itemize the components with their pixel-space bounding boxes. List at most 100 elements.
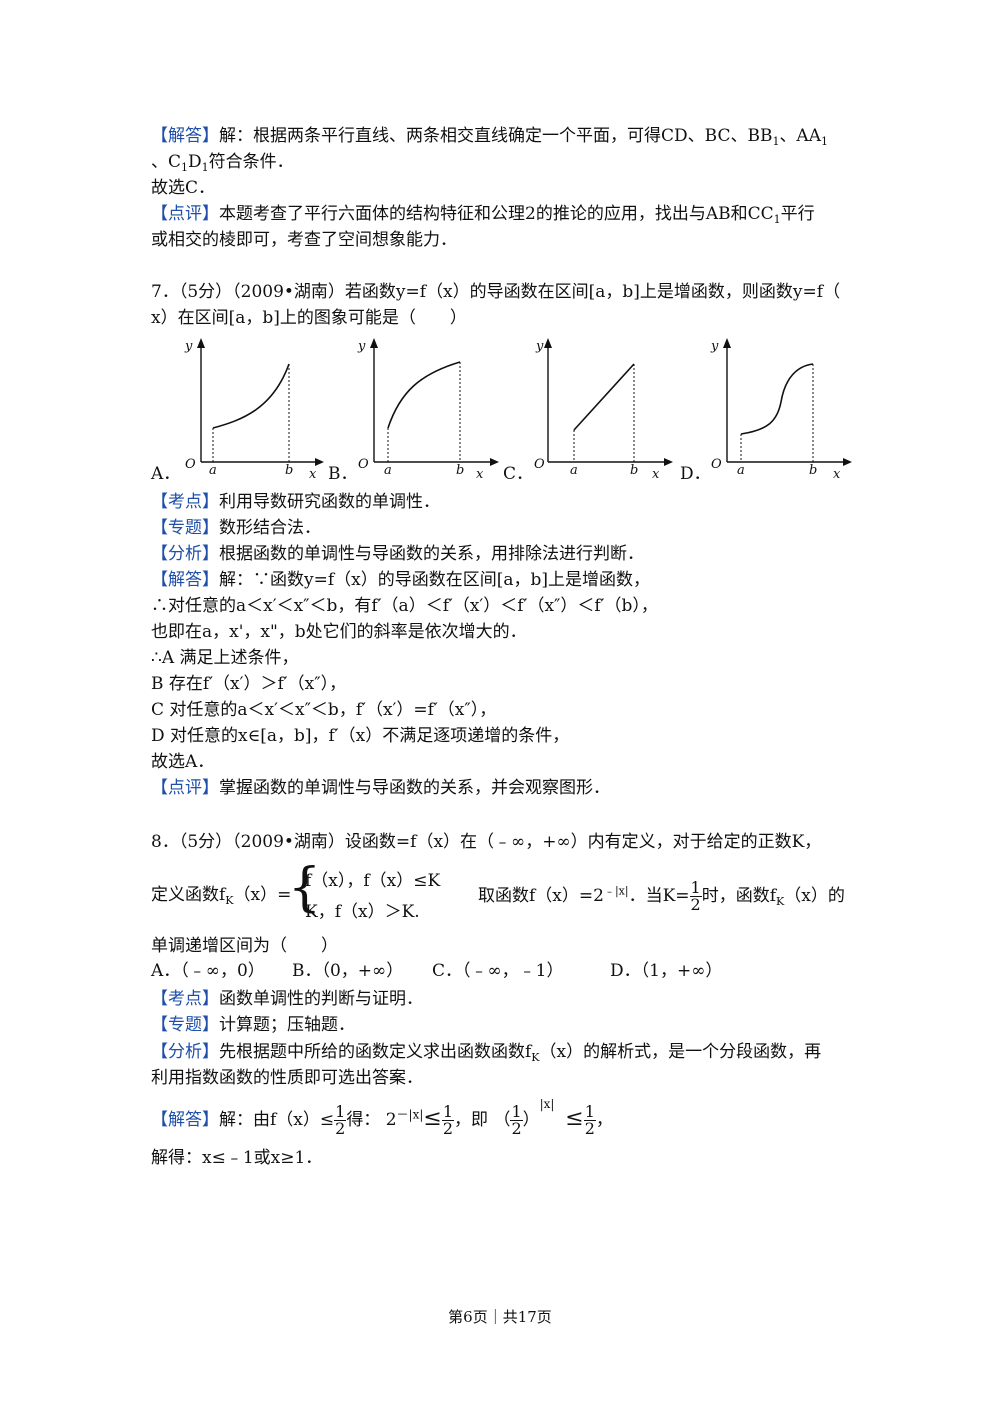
- comma: ，: [595, 1110, 613, 1130]
- q8-when-text: ．当K=: [628, 886, 690, 906]
- q8-option-b: B．（0，+∞）: [292, 961, 404, 981]
- q7-option-c: C．: [503, 464, 534, 484]
- kaodian-tag: 【考点】: [151, 492, 219, 512]
- answer-tag: 【解答】: [151, 126, 219, 146]
- q8-option-a: A．（﹣∞，0）: [151, 961, 265, 981]
- q8-case2: K，f（x）＞K.: [305, 902, 420, 922]
- q7-jieda-text: 解：∵函数y=f（x）的导函数在区间[a，b]上是增函数，: [219, 570, 651, 590]
- frac-num: 1: [441, 1102, 455, 1121]
- b-label: b: [285, 463, 293, 478]
- q8-case1: f（x），f（x）≤K: [305, 871, 441, 891]
- q8-def-text2: （x）=: [233, 885, 292, 905]
- x-axis-label: x: [833, 467, 841, 482]
- subscript: 1: [773, 213, 781, 226]
- q7-stem-line2: x）在区间[a，b]上的图象可能是（ ）: [151, 308, 467, 328]
- q8-take-text: 取函数f（x）=2: [478, 886, 604, 906]
- q6-answer-text4: 符合条件．: [208, 152, 294, 172]
- q7-option-d: D．: [680, 464, 711, 484]
- le-sign: ≤: [423, 1106, 442, 1131]
- q8-ji-text: ，即: [454, 1110, 489, 1130]
- subscript: 1: [181, 161, 189, 174]
- q8-option-d: D．（1，+∞）: [610, 961, 723, 981]
- q7-line8: 故选A．: [151, 752, 215, 772]
- y-axis-label: y: [535, 339, 544, 354]
- paren-left: （: [493, 1110, 511, 1130]
- zhuanti-tag: 【专题】: [151, 518, 219, 538]
- subscript: 1: [821, 135, 828, 148]
- q8-jieda-text: 解：由f（x）≤: [219, 1110, 335, 1130]
- frac-den: 2: [511, 1119, 522, 1138]
- b-label: b: [630, 463, 638, 478]
- q8-stem-line3: 单调递增区间为（ ）: [151, 936, 338, 956]
- q7-option-a: A．: [151, 464, 181, 484]
- q7-line6: C 对任意的a＜x′＜x″＜b，f′（x′）=f′（x″），: [151, 700, 497, 720]
- q7-line2: ∴对任意的a＜x′＜x″＜b，有f′（a）＜f′（x′）＜f′（x″）＜f′（b…: [151, 596, 658, 616]
- q6-answer-line1: 【解答】解：根据两条平行直线、两条相交直线确定一个平面，可得CD、BC、BB 1、…: [151, 124, 828, 154]
- subscript-k: K: [531, 1051, 540, 1064]
- q7-line5: B 存在f′（x′）＞f′（x″），: [151, 674, 347, 694]
- a-label: a: [570, 463, 578, 478]
- frac-den: 2: [335, 1119, 346, 1138]
- q7-jieda: 【解答】解：∵函数y=f（x）的导函数在区间[a，b]上是增函数，: [151, 568, 650, 592]
- frac-num: 1: [510, 1102, 523, 1121]
- q6-answer-text: 解：根据两条平行直线、两条相交直线确定一个平面，可得CD、BC、BB: [219, 126, 773, 146]
- q7-dianping-text: 掌握函数的单调性与导函数的关系，并会观察图形．: [219, 778, 610, 798]
- y-axis-label: y: [357, 339, 366, 354]
- q8-zhuanti-text: 计算题；压轴题．: [219, 1015, 355, 1035]
- q7-zhuanti-text: 数形结合法．: [219, 518, 321, 538]
- subscript-k: K: [776, 895, 785, 908]
- q8-fenxi-line1: 【分析】先根据题中所给的函数定义求出函数函数fK（x）的解析式，是一个分段函数，…: [151, 1040, 821, 1070]
- q8-when3-text: （x）的: [784, 886, 845, 906]
- comment-tag: 【点评】: [151, 204, 219, 224]
- q6-comment-line1: 【点评】本题考查了平行六面体的结构特征和公理2的推论的应用，找出与AB和CC1平…: [151, 202, 815, 232]
- b-label: b: [456, 463, 464, 478]
- q6-answer-d: D: [188, 152, 202, 172]
- q8-zhuanti: 【专题】计算题；压轴题．: [151, 1013, 355, 1037]
- b-label: b: [809, 463, 817, 478]
- q7-line7: D 对任意的x∈[a，b]，f′（x）不满足逐项递增的条件，: [151, 726, 570, 746]
- q7-zhuanti: 【专题】数形结合法．: [151, 516, 321, 540]
- q8-exponent: ﹣|x|: [603, 884, 629, 898]
- q6-answer-line2: 、C1D1符合条件．: [151, 150, 294, 180]
- q7-stem-line1: 7．（5分）（2009•湖南）若函数y=f（x）的导函数在区间[a，b]上是增函…: [151, 282, 841, 302]
- exponent-abs-x: |x|: [539, 1097, 555, 1112]
- q8-solve: 解得：x≤﹣1或x≥1．: [151, 1148, 323, 1168]
- q7-line4: ∴A 满足上述条件，: [151, 648, 299, 668]
- base-two: 2: [385, 1110, 397, 1130]
- frac-num: 1: [583, 1102, 596, 1121]
- origin-label: O: [185, 457, 196, 472]
- q8-option-c: C．（﹣∞，﹣1）: [432, 961, 564, 981]
- q8-stem-line1: 8．（5分）（2009•湖南）设函数=f（x）在（﹣∞，+∞）内有定义，对于给定…: [151, 832, 822, 852]
- exponent-neg-abs-x: －|x|: [396, 1107, 424, 1122]
- subscript-k: K: [225, 894, 234, 907]
- q8-def-label: 定义函数fK（x）=: [151, 880, 291, 907]
- graph-a: y O a b x: [184, 338, 324, 482]
- frac-den: 2: [442, 1119, 454, 1138]
- q8-jieda-text2: 得：: [346, 1110, 381, 1130]
- page-footer: 第6页｜共17页: [448, 1308, 552, 1326]
- x-axis-label: x: [476, 467, 484, 482]
- q7-fenxi: 【分析】根据函数的单调性与导函数的关系，用排除法进行判断．: [151, 542, 644, 566]
- frac-num: 1: [334, 1102, 347, 1121]
- jieda-tag: 【解答】: [151, 570, 219, 590]
- origin-label: O: [358, 457, 369, 472]
- q7-option-b: B．: [328, 464, 358, 484]
- q8-kaodian-text: 函数单调性的判断与证明．: [219, 989, 423, 1009]
- a-label: a: [737, 463, 745, 478]
- le-sign: ≤: [565, 1106, 584, 1131]
- q6-answer-text2: 、AA: [779, 126, 821, 146]
- q6-comment-line2: 或相交的棱即可，考查了空间想象能力．: [151, 230, 457, 250]
- zhuanti-tag: 【专题】: [151, 1015, 219, 1035]
- y-axis-label: y: [184, 339, 193, 354]
- a-label: a: [209, 463, 217, 478]
- a-label: a: [384, 463, 392, 478]
- q7-dianping: 【点评】掌握函数的单调性与导函数的关系，并会观察图形．: [151, 776, 610, 800]
- origin-label: O: [534, 457, 545, 472]
- kaodian-tag: 【考点】: [151, 989, 219, 1009]
- piecewise-brace: {: [288, 858, 322, 918]
